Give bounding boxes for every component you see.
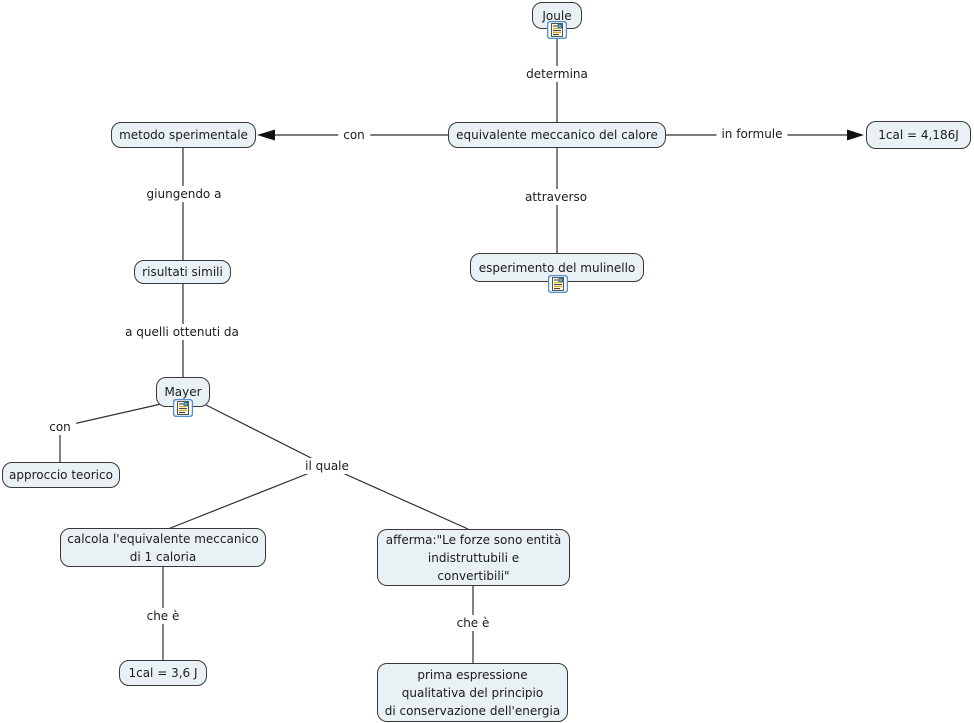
link-label-il-quale[interactable]: il quale xyxy=(300,458,354,474)
concept-calcola-equivalente[interactable]: calcola l'equivalente meccanico di 1 cal… xyxy=(60,528,266,567)
concept-formula-joule[interactable]: 1cal = 4,186J xyxy=(866,121,971,149)
concept-approccio-teorico[interactable]: approccio teorico xyxy=(2,462,120,488)
link-label-determina[interactable]: determina xyxy=(521,66,593,82)
edge-mayer-con xyxy=(59,403,162,428)
concept-afferma-forze[interactable]: afferma:"Le forze sono entità indistrutt… xyxy=(377,529,570,586)
edge-mayer-ilquale xyxy=(205,404,328,467)
concept-risultati-simili[interactable]: risultati simili xyxy=(134,260,231,284)
resource-icon[interactable] xyxy=(547,21,567,39)
link-label-che-e-sinistra[interactable]: che è xyxy=(141,608,185,624)
concept-equivalente-meccanico[interactable]: equivalente meccanico del calore xyxy=(448,122,666,148)
resource-icon[interactable] xyxy=(548,275,568,293)
arrowhead-right xyxy=(847,129,864,141)
link-label-attraverso[interactable]: attraverso xyxy=(519,189,593,205)
link-label-in-formule[interactable]: in formule xyxy=(716,126,788,142)
link-label-con-approccio[interactable]: con xyxy=(44,419,76,435)
edge-ilquale-calcola xyxy=(167,465,328,530)
concept-formula-mayer[interactable]: 1cal = 3,6 J xyxy=(119,660,207,686)
concept-prima-espressione[interactable]: prima espressione qualitativa del princi… xyxy=(377,663,568,722)
concept-metodo-sperimentale[interactable]: metodo sperimentale xyxy=(111,122,256,148)
link-label-che-e-destra[interactable]: che è xyxy=(451,615,495,631)
link-label-a-quelli-ottenuti-da[interactable]: a quelli ottenuti da xyxy=(120,324,244,340)
link-label-giungendo-a[interactable]: giungendo a xyxy=(141,186,227,202)
resource-icon[interactable] xyxy=(173,399,193,417)
edge-ilquale-afferma xyxy=(326,465,469,530)
link-label-con-metodo[interactable]: con xyxy=(338,127,370,143)
arrowhead-left xyxy=(257,129,275,141)
